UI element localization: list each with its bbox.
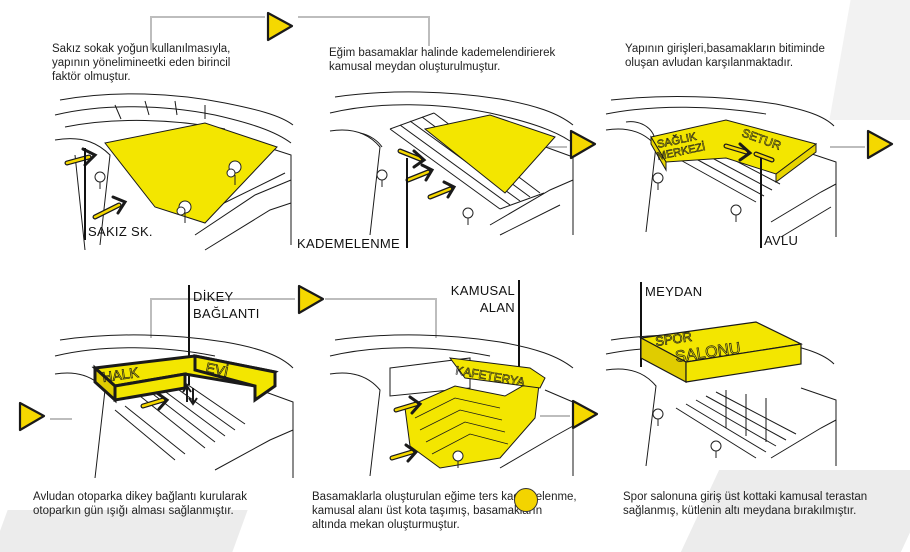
- tree-icon: [710, 440, 722, 458]
- halk-evi-building: HALK EVİ: [91, 354, 279, 404]
- panel-3-label: AVLU: [764, 233, 798, 248]
- panel-3-drawing: SAĞLIK MERKEZİ SETUR: [605, 92, 837, 242]
- label-leader-line: [84, 148, 86, 240]
- tree-icon: [652, 408, 664, 426]
- connector-line: [150, 16, 265, 18]
- label-line: ALAN: [479, 300, 515, 315]
- label-leader-line: [640, 282, 642, 367]
- vertical-connection-icon: [182, 384, 198, 406]
- play-arrow-icon[interactable]: [14, 400, 48, 434]
- connector-line: [150, 298, 152, 338]
- panel-6-label: MEYDAN: [645, 284, 702, 299]
- caption-line: kamusal meydan oluşturulmuştur.: [329, 61, 501, 73]
- box-text: HALK: [101, 364, 140, 385]
- panel-1-label: SAKIZ SK.: [88, 224, 153, 239]
- panel-2-caption: Eğim basamaklar halinde kademelendiriere…: [329, 46, 589, 74]
- label-line: AVLU: [764, 233, 799, 248]
- label-leader-line: [760, 158, 762, 248]
- caption-line: Eğim basamaklar halinde kademelendiriere…: [329, 47, 556, 59]
- connector-line: [545, 146, 567, 148]
- caption-line: oluşan avludan karşılanmaktadır.: [625, 57, 794, 69]
- play-arrow-icon[interactable]: [565, 128, 599, 162]
- caption-line: Basamaklarla oluşturulan eğime ters kade…: [312, 491, 577, 503]
- label-line: SAKIZ SK.: [88, 224, 153, 239]
- panel-6-caption: Spor salonuna giriş üst kottaki kamusal …: [623, 490, 893, 518]
- avlu-building: SAĞLIK MERKEZİ SETUR: [650, 119, 818, 183]
- tree-icon: [94, 171, 106, 189]
- caption-line: altında mekan oluşturmuştur.: [312, 519, 460, 531]
- panel-5-label: KAMUSAL ALAN: [447, 282, 515, 316]
- connector-line: [435, 298, 437, 338]
- connector-line: [428, 16, 430, 46]
- right-arrow-icon: [427, 180, 457, 200]
- connector-line: [540, 415, 570, 417]
- tree-icon: [176, 200, 192, 223]
- box-text: EVİ: [204, 358, 230, 379]
- play-arrow-icon[interactable]: [293, 283, 327, 317]
- panel-2-label: KADEMELENME: [297, 236, 400, 251]
- panel-4-drawing: HALK EVİ: [54, 330, 295, 480]
- connector-line: [830, 146, 865, 148]
- panel-1-drawing: [54, 85, 295, 255]
- caption-line: sağlanmış, kütlenin altı meydana bırakıl…: [623, 505, 857, 517]
- panel-3-caption: Yapının girişleri,basamakların bitiminde…: [625, 42, 865, 70]
- caption-line: kamusal alanı üst kota taşımış, basamakl…: [312, 505, 543, 517]
- yellow-dot: [514, 488, 538, 512]
- panel-1-caption: Sakız sokak yoğun kullanılmasıyla, yapın…: [52, 42, 272, 84]
- caption-line: yapının yönelimineetki eden birincil: [52, 57, 231, 69]
- tree-icon: [730, 204, 742, 222]
- label-line: KAMUSAL: [450, 283, 515, 298]
- label-leader-line: [406, 158, 408, 248]
- right-arrow-icon: [393, 395, 423, 415]
- tree-icon: [376, 169, 388, 187]
- label-line: DİKEY: [193, 289, 234, 304]
- panel-5-caption: Basamaklarla oluşturulan eğime ters kade…: [312, 490, 612, 532]
- spor-salonu-building: SPOR SALONU: [639, 321, 803, 383]
- label-line: MEYDAN: [645, 284, 703, 299]
- play-arrow-icon[interactable]: [862, 128, 896, 162]
- tree-icon: [452, 450, 464, 468]
- panel-2-drawing: [329, 85, 575, 236]
- label-line: KADEMELENME: [297, 236, 400, 251]
- label-leader-line: [188, 285, 190, 385]
- caption-line: Spor salonuna giriş üst kottaki kamusal …: [623, 491, 868, 503]
- right-arrow-icon: [389, 443, 419, 463]
- right-arrow-icon: [723, 142, 753, 162]
- caption-line: otoparkın gün ışığı alması sağlanmıştır.: [33, 505, 234, 517]
- right-arrow-icon: [92, 195, 128, 220]
- box-text: SPOR: [654, 329, 693, 349]
- caption-line: Sakız sokak yoğun kullanılmasıyla,: [52, 43, 231, 55]
- tree-icon: [652, 172, 664, 190]
- panel-4-caption: Avludan otoparka dikey bağlantı kurulara…: [33, 490, 293, 518]
- panel-6-drawing: SPOR SALONU: [605, 318, 837, 468]
- label-leader-line: [518, 280, 520, 370]
- right-arrow-icon: [64, 147, 98, 167]
- right-arrow-icon: [753, 151, 775, 163]
- panel-4-label: DİKEY BAĞLANTI: [193, 288, 260, 322]
- caption-line: Avludan otoparka dikey bağlantı kurulara…: [33, 491, 247, 503]
- connector-line: [50, 418, 72, 420]
- right-arrow-icon: [140, 391, 170, 411]
- connector-line: [150, 16, 152, 50]
- connector-line: [325, 298, 435, 300]
- caption-line: faktör olmuştur.: [52, 71, 131, 83]
- right-arrow-icon: [397, 148, 427, 169]
- panel-5-drawing: KAFETERYA: [329, 328, 575, 478]
- connector-line: [298, 16, 428, 18]
- right-arrow-icon: [405, 163, 435, 183]
- connector-line: [150, 298, 295, 300]
- tree-icon: [226, 160, 242, 185]
- caption-line: Yapının girişleri,basamakların bitiminde: [625, 43, 825, 55]
- play-arrow-icon[interactable]: [262, 10, 296, 44]
- label-line: BAĞLANTI: [193, 306, 260, 321]
- tree-icon: [462, 207, 474, 225]
